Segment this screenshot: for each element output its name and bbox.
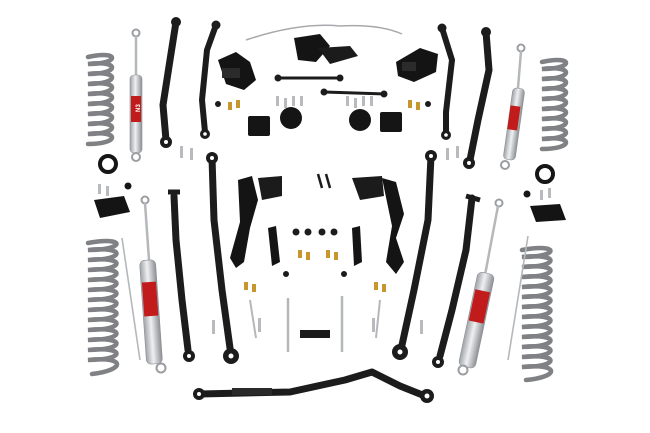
control-arm-top-right-1 <box>437 23 456 140</box>
control-arm-bottom-right-inner <box>392 150 437 360</box>
control-arm-bottom-right-outer <box>432 193 481 368</box>
bracket-mid-left <box>94 196 130 218</box>
pitman-bracket-center-left <box>230 176 282 268</box>
bump-stop-spacers <box>248 107 402 136</box>
pitman-bracket-center-right <box>352 176 404 274</box>
sway-bar-link-top <box>274 74 388 98</box>
control-arm-top-left-1 <box>159 17 181 148</box>
adjustable-track-bar <box>193 368 434 403</box>
coil-spring-bottom-left <box>85 238 120 377</box>
control-arm-bottom-left-inner <box>206 152 239 364</box>
coil-isolators <box>98 154 555 198</box>
shock-absorber-top-right <box>500 43 526 170</box>
hardware-bolts <box>98 96 551 334</box>
brake-line <box>245 24 403 41</box>
bracket-top-left <box>218 52 256 90</box>
control-arm-bottom-left-outer <box>168 189 195 362</box>
long-bolts <box>121 235 529 361</box>
control-arm-top-left-2 <box>198 20 221 139</box>
coil-spring-top-right <box>539 57 568 152</box>
bracket-top-right <box>396 48 438 82</box>
shock-absorber-top-left: N3 <box>129 28 143 162</box>
shock-absorber-bottom-right <box>457 198 504 376</box>
coil-spring-bottom-right <box>519 245 554 383</box>
coil-spring-top-left <box>85 52 114 147</box>
control-arm-top-right-2 <box>463 27 493 169</box>
sway-bar-links-bottom <box>249 296 381 352</box>
shock-absorber-bottom-left <box>139 195 167 374</box>
shock-band-text: N3 <box>136 103 142 112</box>
bracket-top-center <box>294 34 358 64</box>
bracket-mid-right <box>530 204 566 222</box>
